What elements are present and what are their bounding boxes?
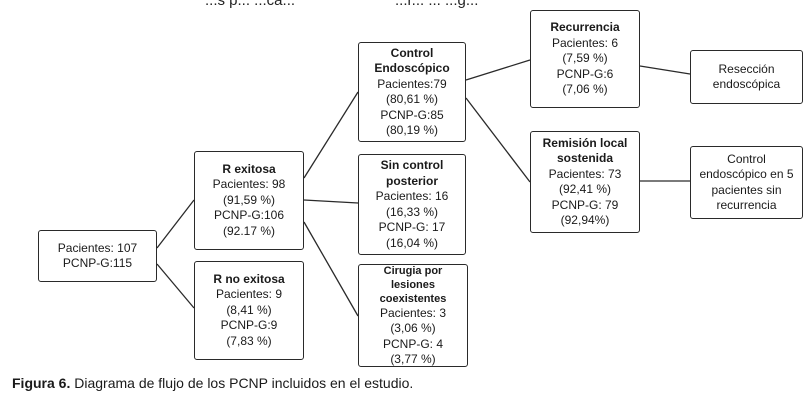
figure-caption-text: Diagrama de flujo de los PCNP incluidos … [70, 375, 414, 391]
sin-control-line: Pacientes: 16 [375, 189, 449, 203]
reseccion-box: Resección endoscópica [690, 50, 803, 104]
r-no-exitosa-title: R no exitosa [213, 271, 285, 286]
r-exitosa-line: (91,59 %) [222, 192, 276, 207]
control-5-line: recurrencia [716, 198, 777, 212]
control-5-line: Control [727, 151, 766, 166]
edge-exitosa-to-cirugia [303, 221, 359, 317]
remision-line: (92,94%) [560, 213, 610, 227]
figure-caption: Figura 6. Diagrama de flujo de los PCNP … [12, 375, 413, 391]
remision-line: Pacientes: 73 [548, 166, 622, 181]
top-cropped-text-right: ...r... ... ...g... [395, 0, 479, 9]
edge-control-to-remision [465, 97, 531, 183]
recurrencia-line: Pacientes: 6 [551, 35, 619, 50]
edge-control-to-recurrencia [465, 59, 531, 81]
remision-box: Remisión local sostenida Pacientes: 73 (… [530, 131, 640, 233]
root-pcnp: PCNP-G:115 [62, 256, 133, 270]
control-5-line: pacientes sin [711, 182, 782, 197]
recurrencia-line: PCNP-G:6 [556, 66, 614, 81]
edge-root-to-exitosa [156, 199, 195, 249]
cirugia-line: (3,77 %) [390, 352, 436, 366]
r-exitosa-line: (92.17 %) [222, 223, 276, 238]
remision-line: (92,41 %) [558, 182, 612, 196]
remision-line: PCNP-G: 79 [551, 197, 619, 212]
r-exitosa-box: R exitosa Pacientes: 98 (91,59 %) PCNP-G… [194, 151, 304, 250]
sin-control-title: posterior [385, 173, 438, 188]
r-exitosa-line: PCNP-G:106 [213, 208, 285, 223]
cirugia-title: Cirugia por lesiones [383, 264, 443, 291]
sin-control-line: PCNP-G: 17 [378, 220, 446, 234]
r-exitosa-title: R exitosa [222, 161, 276, 176]
recurrencia-line: (7,06 %) [562, 82, 608, 97]
r-no-exitosa-line: (7,83 %) [226, 333, 272, 348]
sin-control-box: Sin control posterior Pacientes: 16 (16,… [358, 154, 466, 255]
r-no-exitosa-line: (8,41 %) [226, 302, 272, 317]
root-box: Pacientes: 107 PCNP-G:115 [38, 230, 157, 282]
control-endoscopico-line: (80,61 %) [385, 92, 439, 106]
r-no-exitosa-line: PCNP-G:9 [220, 318, 278, 333]
reseccion-line: endoscópica [712, 77, 781, 91]
sin-control-line: (16,04 %) [385, 235, 439, 250]
r-no-exitosa-box: R no exitosa Pacientes: 9 (8,41 %) PCNP-… [194, 261, 304, 360]
recurrencia-title: Recurrencia [550, 20, 620, 35]
edge-recurrencia-to-reseccion [639, 65, 691, 75]
edge-exitosa-to-control [303, 91, 359, 179]
cirugia-title: coexistentes [379, 292, 447, 305]
remision-title: sostenida [556, 151, 613, 165]
control-5-box: Control endoscópico en 5 pacientes sin r… [690, 146, 803, 219]
cirugia-line: (3,06 %) [390, 321, 436, 335]
control-5-line: endoscópico en 5 [699, 167, 794, 181]
control-endoscopico-line: Pacientes:79 [377, 76, 447, 91]
control-endoscopico-line: PCNP-G:85 [380, 107, 444, 122]
reseccion-line: Resección [718, 61, 775, 76]
control-endoscopico-line: (80,19 %) [385, 123, 439, 137]
top-cropped-text: ...s p... ...ca... ...r... ... ...g... [0, 0, 812, 10]
recurrencia-line: (7,59 %) [562, 51, 608, 66]
control-endoscopico-title: Endoscópico [374, 61, 450, 75]
cirugia-line: PCNP-G: 4 [382, 336, 443, 351]
sin-control-line: (16,33 %) [385, 204, 439, 219]
figure-caption-label: Figura 6. [12, 375, 71, 391]
edge-root-to-no-exitosa [156, 263, 195, 309]
control-endoscopico-box: Control Endoscópico Pacientes:79 (80,61 … [358, 42, 466, 142]
r-no-exitosa-line: Pacientes: 9 [215, 287, 283, 302]
r-exitosa-line: Pacientes: 98 [212, 177, 286, 192]
remision-title: Remisión local [542, 135, 628, 150]
top-cropped-text-left: ...s p... ...ca... [205, 0, 296, 9]
cirugia-line: Pacientes: 3 [379, 305, 447, 320]
control-endoscopico-title: Control [390, 45, 434, 60]
recurrencia-box: Recurrencia Pacientes: 6 (7,59 %) PCNP-G… [530, 10, 640, 108]
edge-exitosa-to-sincontrol [303, 199, 359, 204]
sin-control-title: Sin control [380, 158, 444, 172]
root-patients: Pacientes: 107 [57, 240, 138, 255]
cirugia-box: Cirugia por lesiones coexistentes Pacien… [358, 264, 468, 367]
